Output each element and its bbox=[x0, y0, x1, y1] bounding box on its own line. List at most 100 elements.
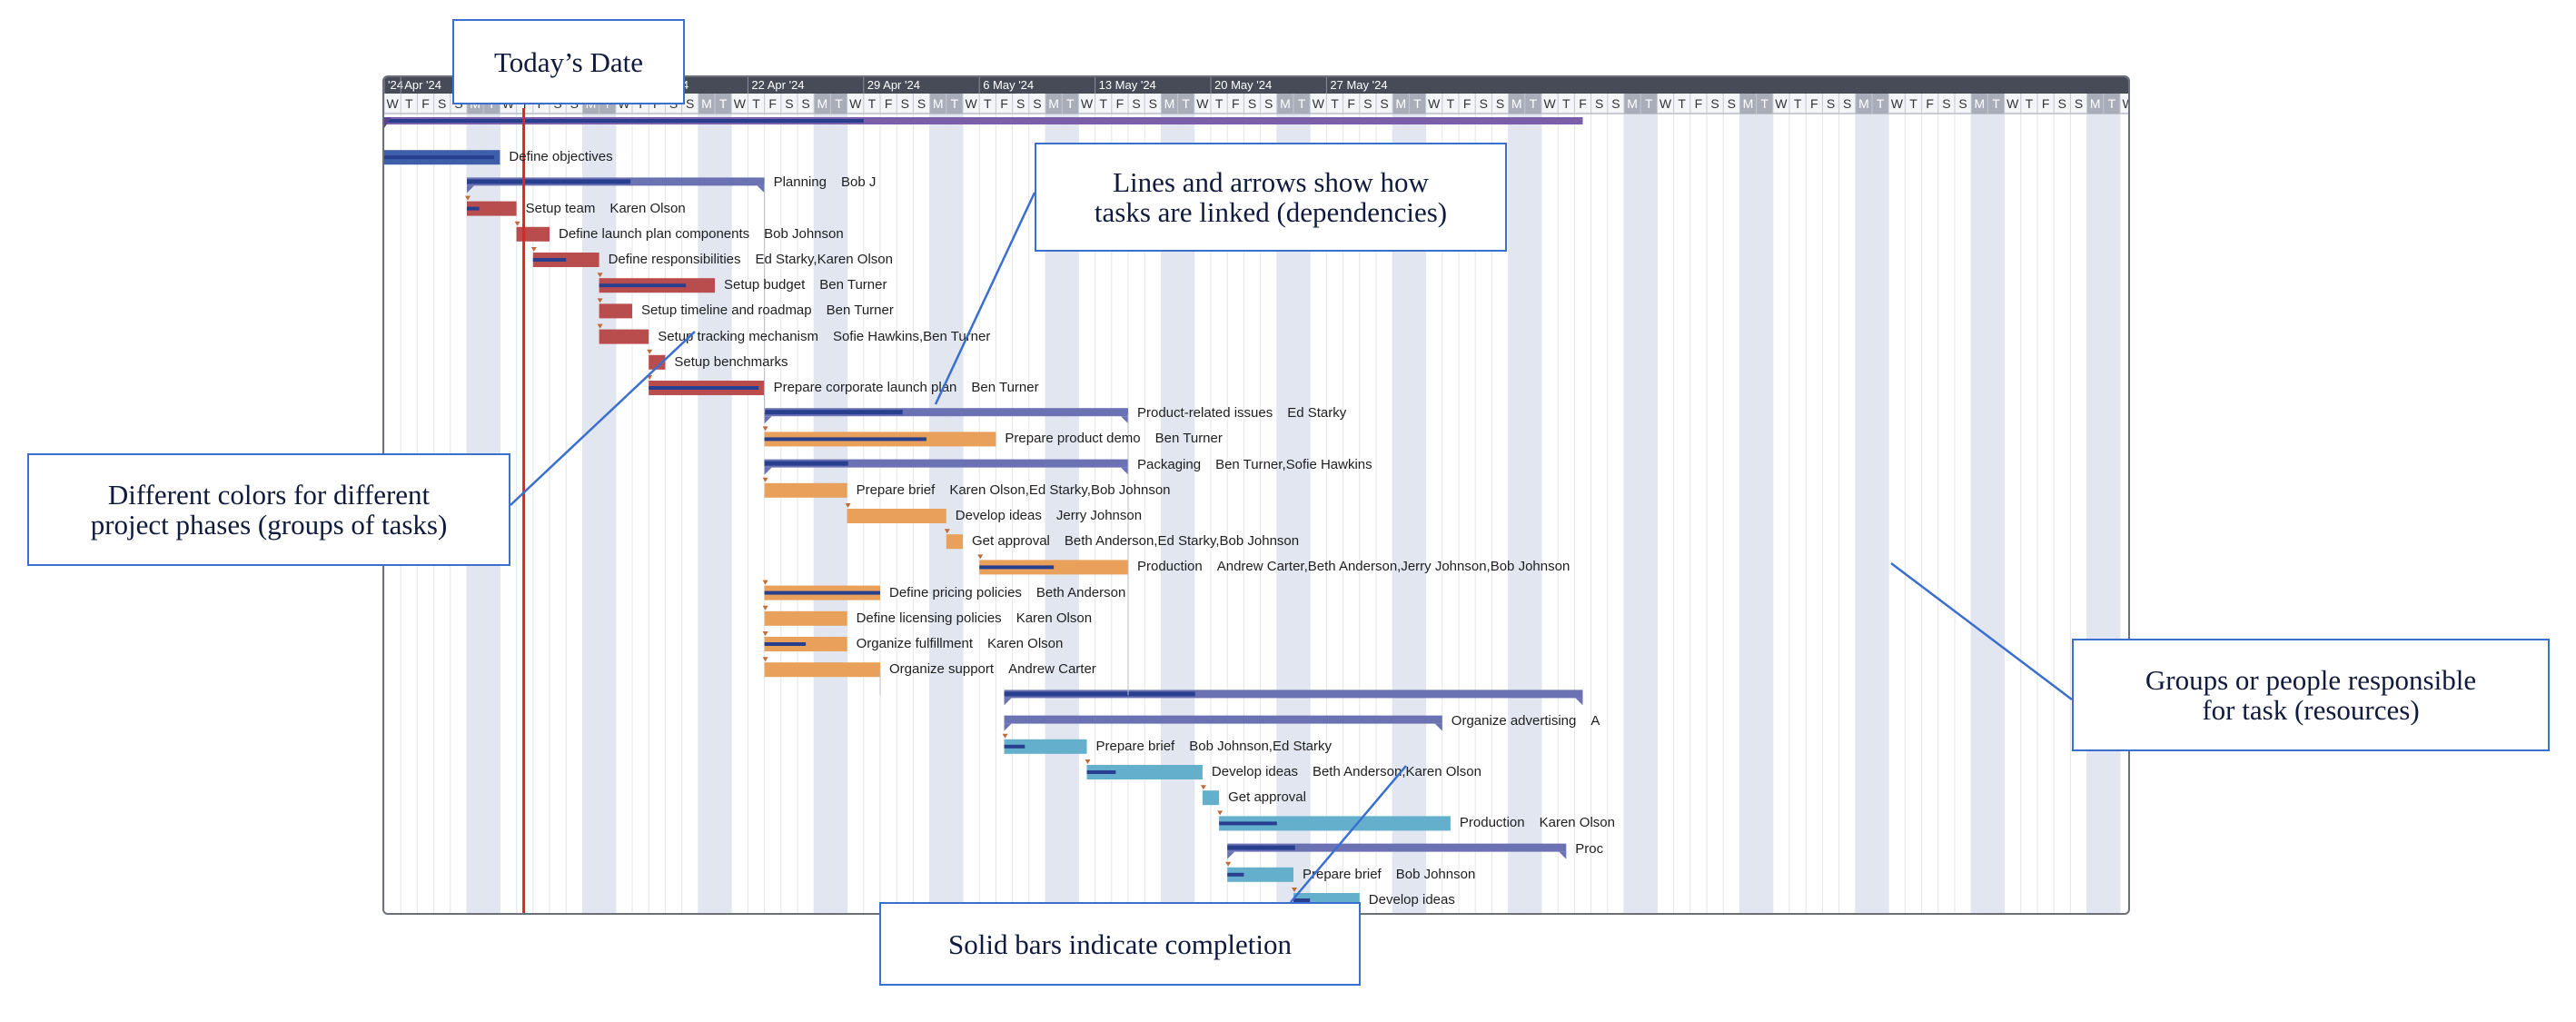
weekend-day-header bbox=[1161, 94, 1178, 114]
task-label: Define objectives bbox=[509, 149, 612, 165]
day-letter: M bbox=[1164, 96, 1175, 111]
weekend-day-header bbox=[1971, 94, 1988, 114]
weekend-column bbox=[582, 94, 599, 913]
day-letter: S bbox=[801, 96, 809, 111]
weekend-column bbox=[1756, 94, 1773, 913]
day-letter: S bbox=[785, 96, 793, 111]
dependency-arrow bbox=[1225, 861, 1232, 867]
day-letter: S bbox=[1728, 96, 1736, 111]
summary-cap-left bbox=[764, 416, 772, 424]
task-progress bbox=[764, 642, 807, 646]
day-letter: T bbox=[1331, 96, 1339, 111]
task-resource: Ed Starky,Karen Olson bbox=[755, 252, 893, 267]
task-label: Get approval bbox=[1228, 789, 1306, 806]
summary-cap-left bbox=[1004, 698, 1012, 706]
leader-line bbox=[1290, 765, 1407, 903]
weekend-day-header bbox=[1177, 94, 1194, 114]
weekend-column bbox=[715, 94, 732, 913]
day-letter: M bbox=[1743, 96, 1754, 111]
task-progress bbox=[1293, 898, 1311, 902]
weekend-column bbox=[1971, 94, 1988, 913]
weekend-column bbox=[929, 94, 946, 913]
day-letter: W bbox=[386, 96, 399, 111]
day-letter: S bbox=[917, 96, 926, 111]
task-resource: Ben Turner bbox=[819, 277, 887, 293]
day-letter: W bbox=[1081, 96, 1094, 111]
weekend-day-header bbox=[1756, 94, 1773, 114]
task-progress bbox=[1227, 872, 1244, 877]
task-bar bbox=[1004, 739, 1087, 754]
summary-progress bbox=[764, 461, 848, 466]
task-progress bbox=[764, 590, 880, 595]
dependency-arrow bbox=[762, 631, 768, 636]
project-bar bbox=[384, 117, 1583, 124]
day-letter: T bbox=[1678, 96, 1686, 111]
task-resource: Beth Anderson bbox=[1035, 584, 1126, 600]
dependency-arrow bbox=[1085, 759, 1091, 764]
day-letter: S bbox=[1016, 96, 1025, 111]
day-letter: S bbox=[1496, 96, 1504, 111]
weekend-day-header bbox=[1624, 94, 1641, 114]
weekend-day-header bbox=[1987, 94, 2005, 114]
summary-cap-left bbox=[467, 185, 474, 193]
week-label: 27 May '24 bbox=[1330, 78, 1387, 92]
day-letter: T bbox=[1182, 96, 1190, 111]
leader-line bbox=[1890, 562, 2073, 700]
callout-completion: Solid bars indicate completion bbox=[879, 902, 1361, 986]
weekend-day-header bbox=[830, 94, 847, 114]
weekend-day-header bbox=[1045, 94, 1063, 114]
summary-bar bbox=[1227, 843, 1567, 852]
task-name: Prepare brief bbox=[1095, 738, 1175, 754]
day-letter: F bbox=[1810, 96, 1818, 111]
weekend-column bbox=[1872, 94, 1889, 913]
weekend-day-header bbox=[929, 94, 946, 114]
summary-cap-right bbox=[1121, 416, 1128, 424]
task-name: Develop ideas bbox=[1211, 764, 1298, 779]
weekend-day-header bbox=[1739, 94, 1757, 114]
task-bar bbox=[649, 354, 666, 370]
task-resource: Ben Turner bbox=[826, 303, 894, 319]
task-resource: Ben Turner bbox=[1154, 431, 1223, 447]
task-resource: Ed Starky bbox=[1287, 405, 1347, 422]
week-label: 13 May '24 bbox=[1099, 78, 1156, 92]
weekend-day-header bbox=[1640, 94, 1658, 114]
day-letter: F bbox=[1463, 96, 1471, 111]
task-name: Get approval bbox=[1228, 789, 1306, 806]
task-bar bbox=[1227, 867, 1293, 882]
callout-dependencies: Lines and arrows show how tasks are link… bbox=[1035, 143, 1507, 252]
dependency-arrow bbox=[762, 657, 768, 662]
day-letter: T bbox=[1099, 96, 1107, 111]
task-resource: Ben Turner,Sofie Hawkins bbox=[1215, 456, 1372, 472]
callout-resources-line2: for task (resources) bbox=[2202, 694, 2420, 726]
dependency-arrow bbox=[597, 298, 603, 303]
day-letter: W bbox=[2122, 96, 2128, 111]
task-resource: Sofie Hawkins,Ben Turner bbox=[832, 328, 991, 344]
task-resource: Bob Johnson,Ed Starky bbox=[1189, 738, 1332, 754]
task-bar bbox=[467, 201, 517, 216]
day-letter: F bbox=[1695, 96, 1703, 111]
task-name: Setup tracking mechanism bbox=[658, 328, 818, 344]
day-letter: M bbox=[701, 96, 712, 111]
task-progress bbox=[649, 386, 759, 390]
task-name: Production bbox=[1137, 559, 1203, 575]
leader-line bbox=[510, 331, 696, 506]
day-letter: T bbox=[1066, 96, 1075, 111]
day-letter: F bbox=[768, 96, 777, 111]
task-resource: Beth Anderson,Ed Starky,Bob Johnson bbox=[1064, 533, 1300, 550]
day-letter: T bbox=[1794, 96, 1802, 111]
week-label: '24 bbox=[388, 78, 403, 92]
week-label: 29 Apr '24 bbox=[867, 78, 920, 92]
day-letter: W bbox=[965, 96, 977, 111]
weekend-day-header bbox=[715, 94, 732, 114]
day-letter: F bbox=[1116, 96, 1125, 111]
callout-todays-date-text: Today’s Date bbox=[494, 45, 643, 78]
task-name: Organize support bbox=[889, 661, 995, 678]
